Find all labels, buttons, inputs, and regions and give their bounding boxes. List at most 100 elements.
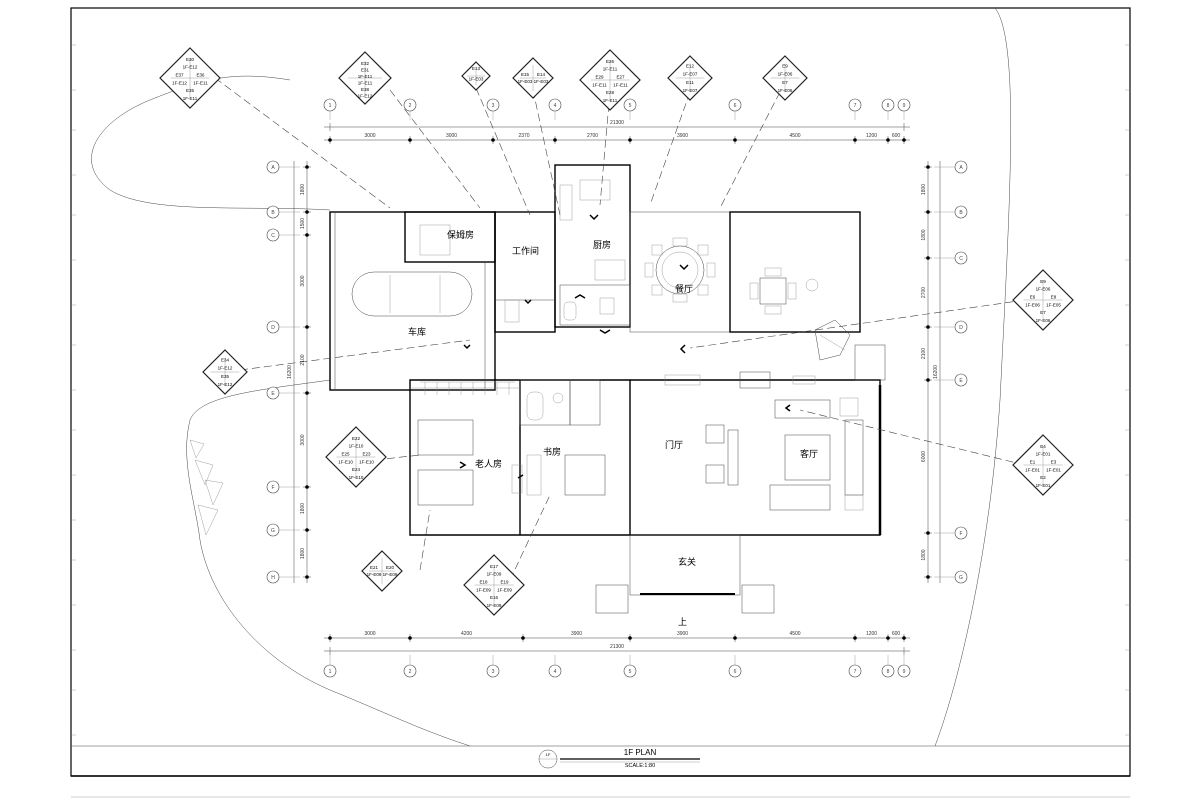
callout-ref: 1F-E12 xyxy=(218,366,233,371)
grid-bubble-label: H xyxy=(271,575,275,581)
grid-bubble-label: 9 xyxy=(903,669,906,675)
sheet-frame xyxy=(70,7,1131,798)
dimension-label: 2100 xyxy=(921,348,927,359)
grid-bubble-label: E xyxy=(271,391,275,397)
title-block: 1F 1F PLAN SCALE:1:80 xyxy=(538,748,700,769)
tea-table-icon xyxy=(749,267,819,315)
callout-ref: E18 xyxy=(479,580,488,585)
callout-ref: 1F-E12 xyxy=(172,80,187,85)
bath-fixtures-icon xyxy=(504,297,615,421)
dimension-label: 1800 xyxy=(921,229,927,240)
room-label-study: 书房 xyxy=(543,446,561,457)
dimension-label: 3900 xyxy=(677,133,688,139)
dimension-label: 1500 xyxy=(300,218,306,229)
callout-ref: 1F-E06 xyxy=(778,72,793,77)
callout-ref: E35 xyxy=(186,88,195,93)
drawing-symbol: 1F xyxy=(546,752,551,757)
dimension-label: 2100 xyxy=(300,354,306,365)
callout-ref: 1F-E11 xyxy=(592,82,607,87)
callout-ref: 1F-E11 xyxy=(358,80,373,85)
dimension-label: 2700 xyxy=(921,287,927,298)
dimension-label: 1200 xyxy=(866,631,877,637)
callout-ref: 1F-E11 xyxy=(193,80,208,85)
grid-bubble-label: F xyxy=(271,485,274,491)
dimension-label: 3000 xyxy=(446,133,457,139)
dimension-total: 21300 xyxy=(610,120,624,126)
dimension-label: 2370 xyxy=(518,133,529,139)
grid-bubble-label: 6 xyxy=(734,669,737,675)
callout-ref: 1F-E06 xyxy=(1036,318,1051,323)
dimension-label: 4200 xyxy=(461,631,472,637)
callout-ref: 1F-E09 xyxy=(497,587,512,592)
grid-bubble-label: 5 xyxy=(629,669,632,675)
callout-ref: E19 xyxy=(500,580,509,585)
drawing-title: 1F PLAN xyxy=(624,748,657,757)
grid-bubble-label: 3 xyxy=(492,669,495,675)
room-label-dining: 餐厅 xyxy=(675,283,693,294)
callout-ref: 1F-E01 xyxy=(1036,483,1051,488)
callout-ref: 1F-E12 xyxy=(218,382,233,387)
grid-bubble-label: D xyxy=(959,325,963,331)
callout-ref: E25 xyxy=(341,452,350,457)
grid-bubble-label: 9 xyxy=(903,103,906,109)
room-label-porch: 玄关 xyxy=(678,556,696,567)
dimension-label: 6000 xyxy=(921,451,927,462)
living-sofa-icon xyxy=(727,397,864,511)
grid-bubble-label: 7 xyxy=(854,103,857,109)
dimension-label: 3000 xyxy=(364,133,375,139)
callout-ref: E13 xyxy=(472,66,481,71)
callout-ref: E37 xyxy=(175,73,184,78)
room-label-work: 工作间 xyxy=(512,245,539,256)
furniture xyxy=(351,179,864,511)
callout-ref: 1F-E10 xyxy=(349,444,364,449)
dimension-total: 16200 xyxy=(933,365,939,379)
dimension-label: 600 xyxy=(892,133,901,139)
grid-bubble-label: 8 xyxy=(887,669,890,675)
room-label-kitchen: 厨房 xyxy=(593,239,611,250)
callout-ref: E26 xyxy=(606,59,615,64)
dimension-total: 16200 xyxy=(287,365,293,379)
grid-bubble-label: 2 xyxy=(409,103,412,109)
dimension-label: 600 xyxy=(892,631,901,637)
callout-ref: E2 xyxy=(1040,475,1046,480)
callout-ref: 1F-E11 xyxy=(183,96,198,101)
callout-ref: E9 xyxy=(1040,279,1046,284)
foyer-chairs-icon xyxy=(664,371,816,484)
callout-ref: E16 xyxy=(490,595,499,600)
dimension-label: 1800 xyxy=(921,184,927,195)
dimension-label: 2700 xyxy=(587,133,598,139)
callout-ref: 1F-E11 xyxy=(613,82,628,87)
dimension-label: 1800 xyxy=(300,503,306,514)
dimension-label: 3000 xyxy=(300,275,306,286)
callout-ref: E29 xyxy=(595,75,604,80)
dining-table-icon xyxy=(644,237,716,303)
room-label-up: 上 xyxy=(678,617,687,627)
callout-ref: E8 xyxy=(1051,295,1057,300)
dimension-label: 1800 xyxy=(921,549,927,560)
room-label-garage: 车库 xyxy=(408,326,426,337)
bed-icon xyxy=(417,224,474,506)
callout-ref: 1F-E03 xyxy=(534,79,549,84)
callout-ref: 1F-E10 xyxy=(349,475,364,480)
callout-ref: E36 xyxy=(196,73,205,78)
room-label-foyer: 门厅 xyxy=(665,439,683,450)
grid-bubble-label: D xyxy=(271,325,275,331)
callout-ref: E32 xyxy=(361,61,370,66)
dimension-label: 3000 xyxy=(364,631,375,637)
callout-ref: E35 xyxy=(221,374,230,379)
callout-ref: E23 xyxy=(362,452,371,457)
room-labels: 保姆房 工作间 厨房 餐厅 车库 老人房 书房 门厅 客厅 玄关 上 xyxy=(408,229,818,627)
callout-ref: 1F-E01 xyxy=(1046,467,1061,472)
study-desk-icon xyxy=(511,454,606,496)
callout-ref: 1F-E09 xyxy=(476,587,491,592)
grid-bubble-label: 4 xyxy=(554,103,557,109)
callout-ref: E1 xyxy=(1030,460,1036,465)
callout-ref: E4 xyxy=(1040,444,1046,449)
